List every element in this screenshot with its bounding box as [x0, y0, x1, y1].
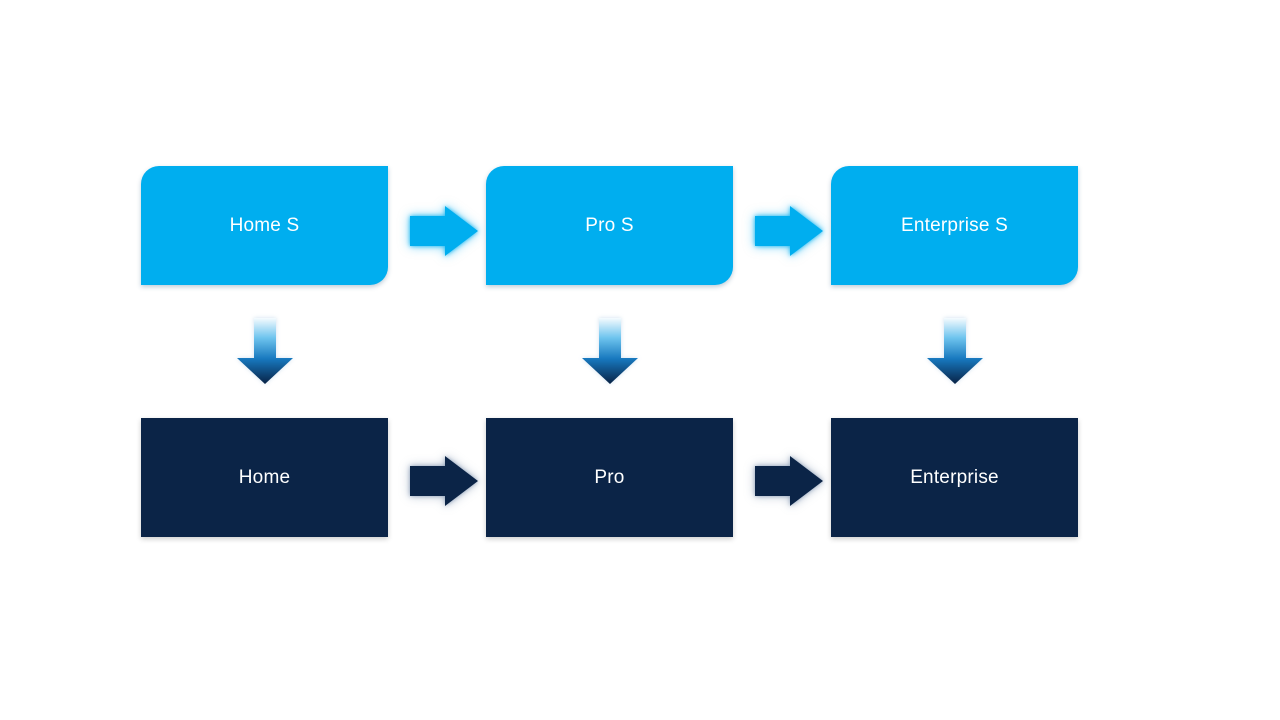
right-arrow-icon: [755, 456, 823, 506]
down-arrow-icon: [582, 318, 638, 384]
node-home: Home: [141, 418, 388, 537]
connector-home-to-pro: [410, 456, 478, 506]
connector-home-s-to-home: [237, 318, 293, 384]
node-label: Enterprise: [910, 467, 999, 488]
node-label: Pro: [594, 467, 625, 488]
right-arrow-icon: [410, 206, 478, 256]
node-label: Enterprise S: [901, 215, 1008, 236]
node-pro: Pro: [486, 418, 733, 537]
connector-pro-to-enterprise: [755, 456, 823, 506]
node-enterprise: Enterprise: [831, 418, 1078, 537]
connector-pro-s-to-enterprise-s: [755, 206, 823, 256]
down-arrow-icon: [237, 318, 293, 384]
node-enterprise-s: Enterprise S: [831, 166, 1078, 285]
connector-enterprise-s-to-enterprise: [927, 318, 983, 384]
connector-pro-s-to-pro: [582, 318, 638, 384]
node-label: Home S: [229, 215, 300, 236]
node-pro-s: Pro S: [486, 166, 733, 285]
connector-home-s-to-pro-s: [410, 206, 478, 256]
node-label: Home: [238, 467, 291, 488]
right-arrow-icon: [410, 456, 478, 506]
node-label: Pro S: [585, 215, 634, 236]
node-home-s: Home S: [141, 166, 388, 285]
right-arrow-icon: [755, 206, 823, 256]
down-arrow-icon: [927, 318, 983, 384]
